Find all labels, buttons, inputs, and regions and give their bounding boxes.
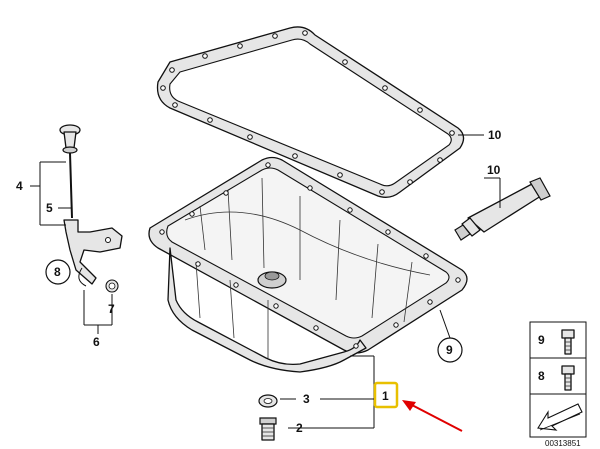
legend-item-9: 9 [538,333,545,347]
callout-9: 9 [446,343,453,357]
callout-5: 5 [46,201,53,215]
sealant-tube: 10 [454,163,551,241]
callout-10-tube: 10 [487,163,501,177]
legend-item-8: 8 [538,369,545,383]
callout-4-bracket: 4 [16,161,66,226]
callout-1: 1 [382,389,389,403]
callout-8-circle: 8 [45,259,71,285]
seal-ring: 3 [258,392,374,408]
gasket-bolt-holes [160,30,455,195]
drain-plug: 2 [259,417,303,441]
legend-bolt-8: 8 [538,365,575,391]
direction-arrow-icon [537,403,583,431]
callout-6: 6 [93,335,100,349]
legend-bolt-9: 9 [538,329,575,355]
oil-pan-gasket: 10 [156,26,502,198]
callout-5-leader: 5 [46,201,72,215]
callout-10-gasket: 10 [488,128,502,142]
callout-2: 2 [296,421,303,435]
callout-4: 4 [16,179,23,193]
catalog-number: 00313851 [545,439,581,448]
callout-9-circle: 9 [437,309,463,363]
callout-1-highlight: 1 [373,381,399,409]
red-pointer-arrow-icon [402,400,463,432]
dipstick-assembly [59,124,123,293]
callout-3: 3 [303,392,310,406]
callout-7: 7 [108,302,115,316]
oil-pan [148,156,468,373]
legend-panel: 9 8 [529,321,587,438]
callout-6-7-bracket: 7 6 [83,290,115,349]
callout-8: 8 [54,265,61,279]
pan-bolt-holes [159,162,461,349]
